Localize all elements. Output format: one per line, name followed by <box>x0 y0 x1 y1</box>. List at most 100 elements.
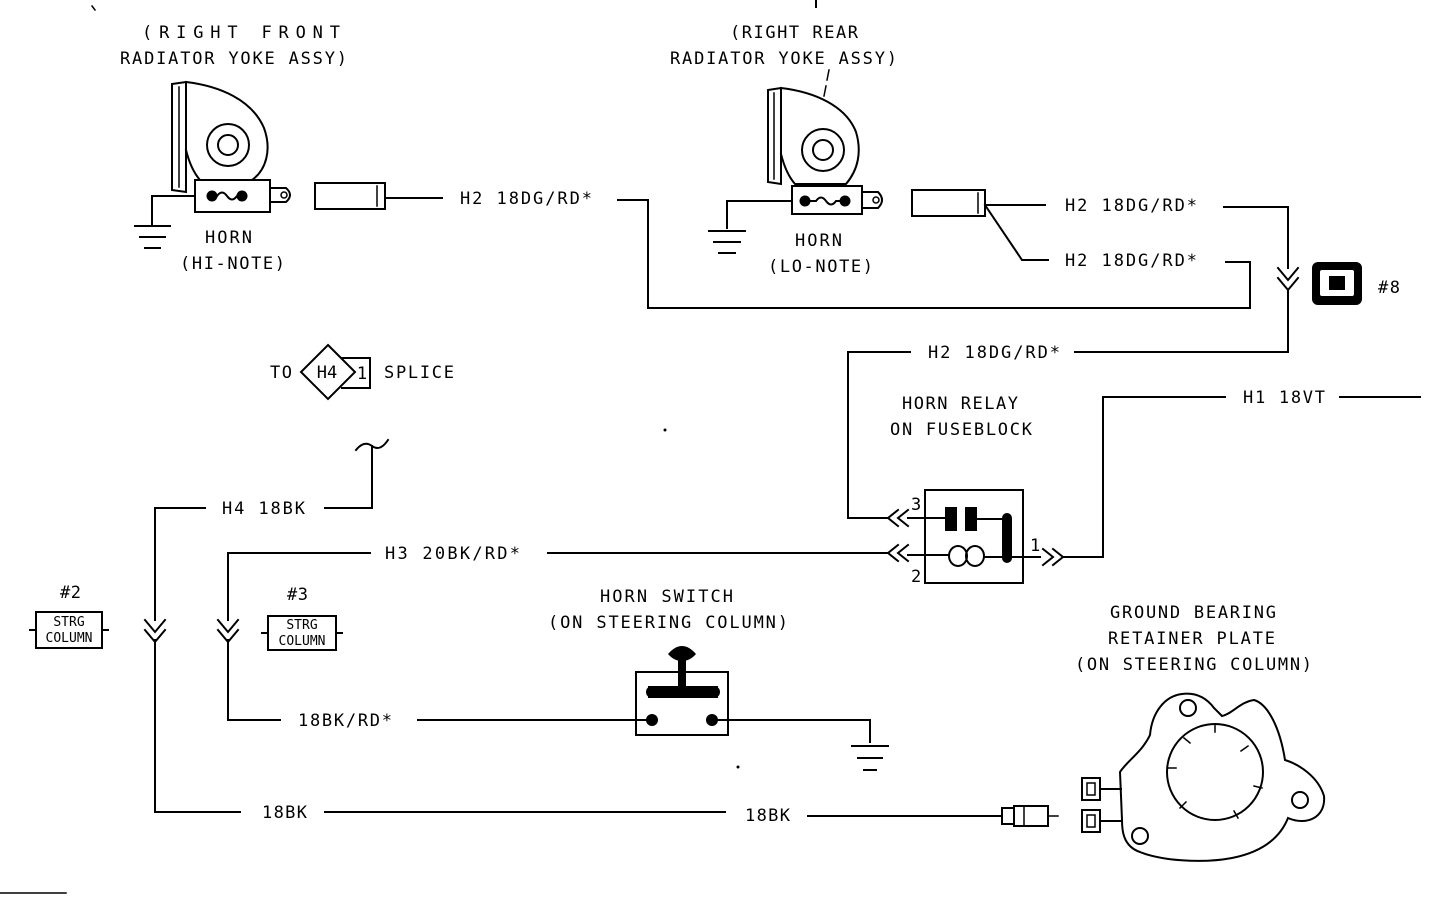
connector-3-box-line2: COLUMN <box>279 634 326 649</box>
relay-pin-1-chevron <box>1041 547 1065 567</box>
front-horn-spade-terminal <box>269 187 291 203</box>
horn-switch-ground-lead <box>711 719 871 743</box>
switch-wire-label: 18BK/RD* <box>298 711 392 731</box>
terminal-blade <box>1023 805 1059 827</box>
ground-plate-terminal-lower-slot <box>1086 814 1096 828</box>
horn-switch-name: HORN SWITCH <box>600 587 733 607</box>
ground-plate-terminal-upper <box>1081 777 1101 801</box>
ground-plate-terminal-upper-slot <box>1086 782 1096 796</box>
relay-armature-top <box>1002 513 1012 523</box>
scan-artifact <box>823 69 830 97</box>
relay-box <box>924 489 1024 584</box>
splice-diamond <box>299 343 357 401</box>
ground-plate-line2: RETAINER PLATE <box>1108 629 1275 649</box>
relay-location: ON FUSEBLOCK <box>890 420 1033 440</box>
h4-circuit: H4 18BK 18BK 18BK #2 STRG COLUMN <box>29 438 1059 827</box>
front-horn-spade-hole <box>280 191 288 199</box>
h2-relay-wire-label: H2 18DG/RD* <box>928 343 1060 363</box>
ground-plate-hole-top <box>1179 699 1197 717</box>
rear-horn-note: (LO-NOTE) <box>768 257 873 277</box>
horn-switch-plunger <box>678 656 686 690</box>
rear-horn-inline-connector <box>911 189 986 217</box>
front-horn-diaphragm-inner <box>217 134 239 156</box>
h3-circuit: H3 20BK/RD* 18BK/RD* #3 STRG COLUMN HORN… <box>216 544 889 771</box>
front-horn-ground-symbol <box>134 225 171 249</box>
rear-horn-name: HORN <box>795 231 842 251</box>
connector-8-icon <box>1312 262 1362 305</box>
horn-switch-ground-symbol <box>851 745 889 771</box>
front-horn-contact-right <box>236 190 248 202</box>
connector-2-chevron <box>143 618 167 644</box>
ground-plate-tabs <box>1167 723 1263 820</box>
relay-pin-2-label: 2 <box>911 567 921 587</box>
h2-rear-upper-wire-b <box>1223 206 1289 269</box>
rear-horn-diaphragm-outer <box>801 128 845 172</box>
splice-pin-box <box>341 357 371 389</box>
ground-wire-label-right: 18BK <box>745 806 791 826</box>
front-horn-note: (HI-NOTE) <box>180 254 285 274</box>
ground-plate-outline <box>1118 692 1326 862</box>
h3-wire-b <box>227 552 371 621</box>
relay-pin-1-label: 1 <box>1030 536 1040 556</box>
h2-front-wire-b <box>617 199 1251 309</box>
relay-coil-loop-2 <box>965 545 985 567</box>
connector-3-box-line1: STRG <box>286 618 317 633</box>
connector-2-box-line2: COLUMN <box>46 631 93 646</box>
rear-horn-ground-symbol <box>708 230 746 254</box>
connector-8-pin <box>1329 276 1345 290</box>
splice-prefix: TO <box>270 363 292 383</box>
connector-2-box-line1: STRG <box>53 615 84 630</box>
h1-circuit: H1 18VT <box>1062 388 1421 558</box>
h4-wire-a <box>324 445 373 509</box>
h2-circuit: H2 18DG/RD* H2 18DG/RD* H2 18DG/RD* #8 H… <box>384 189 1400 519</box>
relay-pin-2-chevron <box>886 543 910 563</box>
h2-rear-upper-wire-label: H2 18DG/RD* <box>1065 196 1197 216</box>
front-horn-body <box>184 80 269 181</box>
horn-switch-bar <box>648 686 718 698</box>
ground-plate-terminal-lower <box>1081 809 1101 833</box>
horn-switch-bar-end-left <box>646 686 658 698</box>
rear-horn-bracket <box>767 86 782 186</box>
splice-label: SPLICE <box>384 363 454 383</box>
relay-contact-fixed <box>945 507 957 531</box>
h2-relay-wire-b <box>847 351 911 519</box>
h4-splice-reference: TO H4 1 SPLICE <box>270 343 454 401</box>
connector-3-label: #3 <box>287 585 308 605</box>
ground-wire-label-left: 18BK <box>262 803 308 823</box>
relay-pin-3-chevron <box>886 508 910 528</box>
relay-armature <box>1002 516 1012 560</box>
front-horn: (RIGHT FRONT RADIATOR YOKE ASSY) HORN (H… <box>120 23 386 274</box>
h2-rear-lower-wire <box>983 203 1049 261</box>
h2-front-wire-label: H2 18DG/RD* <box>460 189 592 209</box>
ground-plate-line3: (ON STEERING COLUMN) <box>1075 655 1312 675</box>
scan-artifacts <box>0 0 817 894</box>
ground-bearing-retainer-plate: GROUND BEARING RETAINER PLATE (ON STEERI… <box>1075 603 1326 862</box>
scan-artifact <box>736 765 740 769</box>
horn-switch-bar-end-right <box>708 686 720 698</box>
ground-plate-terminals <box>1081 777 1123 833</box>
ground-plate-line1: GROUND BEARING <box>1110 603 1276 623</box>
horn-switch-contact-left <box>646 714 658 726</box>
relay-pin-3-label: 3 <box>911 495 921 515</box>
connector-8-chevron <box>1276 266 1300 292</box>
h4-wire-b <box>154 507 206 621</box>
h3-wire-label: H3 20BK/RD* <box>385 544 520 564</box>
h1-wire-a <box>1062 396 1226 558</box>
ground-wire-a <box>154 639 241 813</box>
rear-horn-contact-right <box>839 195 851 207</box>
front-horn-coil-symbol <box>215 191 239 201</box>
relay-contact-moving <box>965 507 977 531</box>
scan-artifact <box>663 428 667 432</box>
rear-horn-contact-left <box>799 195 811 207</box>
front-horn-terminal-block <box>194 179 271 213</box>
h2-rear-lower-wire-label: H2 18DG/RD* <box>1065 251 1197 271</box>
connector-3-chevron <box>216 618 240 644</box>
front-horn-ground-lead <box>151 195 196 225</box>
relay-name: HORN RELAY <box>902 394 1018 414</box>
rear-horn-body <box>779 86 860 185</box>
connector-2-label: #2 <box>60 583 81 603</box>
rear-horn-diaphragm-inner <box>812 139 834 161</box>
front-horn-diaphragm-outer <box>206 123 250 167</box>
ground-plate-hole-right <box>1291 791 1309 809</box>
